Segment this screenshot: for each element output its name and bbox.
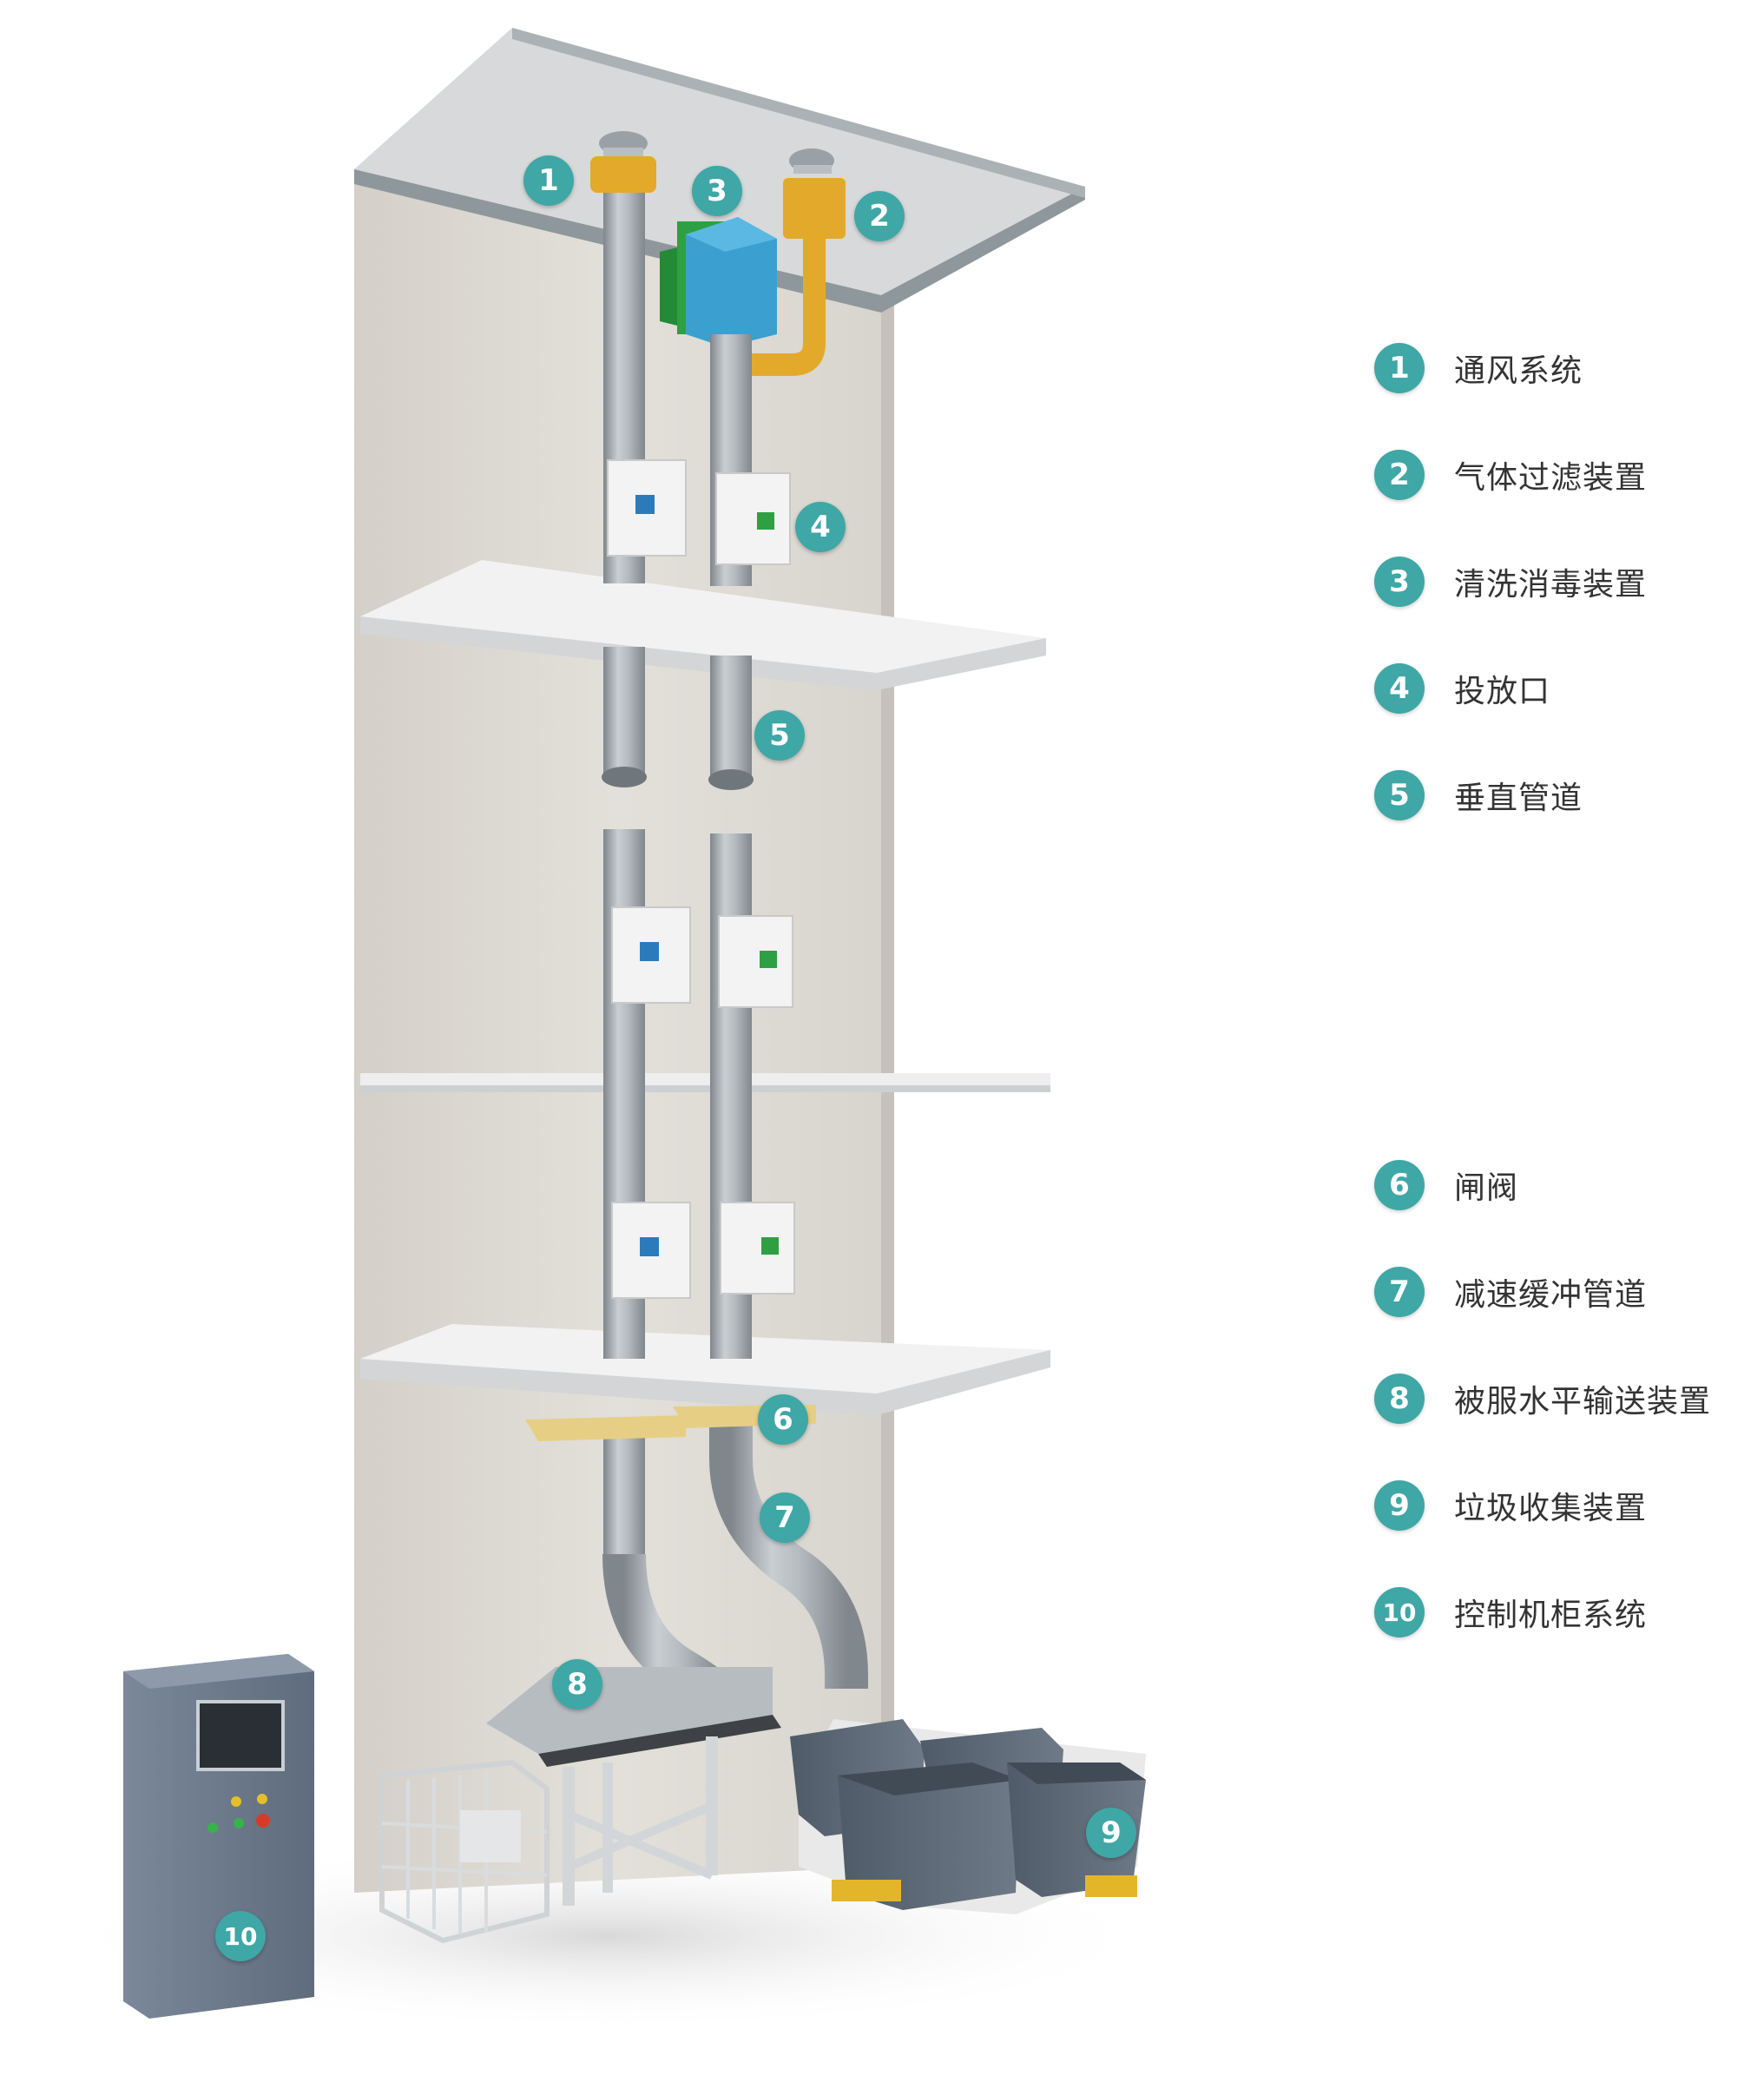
diagram-marker-3: 3 bbox=[692, 166, 742, 216]
diagram-marker-2: 2 bbox=[854, 191, 905, 241]
inlet-boxes bbox=[607, 459, 795, 1299]
cleaning-disinfection-unit bbox=[660, 217, 777, 347]
diagram-marker-7: 7 bbox=[760, 1492, 810, 1543]
diagram-marker-5: 5 bbox=[754, 710, 805, 761]
floor-slab-2 bbox=[360, 1073, 1050, 1092]
diagram-marker-4: 4 bbox=[795, 502, 846, 552]
ventilation-cap-1 bbox=[590, 131, 656, 193]
laundry-cart bbox=[379, 1759, 550, 1944]
diagram-marker-10: 10 bbox=[215, 1911, 266, 1961]
waste-collection-bins bbox=[790, 1719, 1146, 1914]
ventilation-cap-2 bbox=[740, 148, 846, 376]
control-cabinet bbox=[123, 1654, 314, 2019]
diagram-marker-6: 6 bbox=[758, 1394, 808, 1445]
diagram-marker-1: 1 bbox=[523, 155, 574, 206]
diagram-marker-8: 8 bbox=[552, 1659, 602, 1710]
floor-slab-3 bbox=[360, 1324, 1050, 1415]
floor-slab-1 bbox=[360, 560, 1046, 690]
diagram-marker-9: 9 bbox=[1086, 1808, 1136, 1858]
